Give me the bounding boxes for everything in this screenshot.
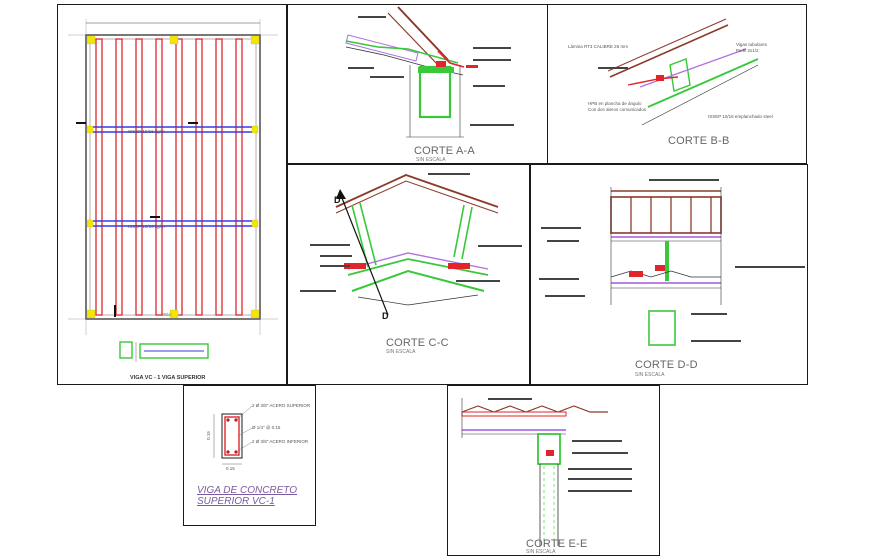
corte-aa-leader-1 xyxy=(358,16,386,19)
corte-ee-leader-1 xyxy=(488,398,532,401)
corte-bb-note-5: Con dos aleros comunicados xyxy=(588,107,647,112)
corte-dd-leader-3 xyxy=(547,240,579,243)
corte-dd-panel: CORTE D-D SIN ESCALA xyxy=(530,164,808,385)
plan-drawing xyxy=(68,19,278,362)
corte-bb-note-4: HPB en plancha de ángulo xyxy=(588,101,642,106)
corte-bb-leader-1 xyxy=(598,67,628,70)
plan-beam-label-2: ISSEP 10/16 kg/m xyxy=(128,224,165,229)
viga-note-2: Ø 1/4" @ 0.15 xyxy=(252,425,281,430)
corte-cc-leader-5 xyxy=(320,265,350,268)
viga-section-drawing xyxy=(213,405,253,465)
corte-cc-drawing xyxy=(335,174,499,316)
corte-cc-marker-top: D xyxy=(334,195,341,205)
corte-aa-drawing xyxy=(345,6,478,138)
corte-ee-drawing xyxy=(461,398,608,546)
plan-beam-label-1: ISSEP 10/16 kg/m xyxy=(128,129,165,134)
corte-ee-subtitle: SIN ESCALA xyxy=(526,549,556,555)
corte-aa-subtitle: SIN ESCALA xyxy=(416,157,446,163)
corte-aa-leader-3 xyxy=(473,59,511,62)
viga-note-3: 2 Ø 3/8" ACERO INFERIOR xyxy=(252,439,309,444)
corte-cc-leader-2 xyxy=(310,244,350,247)
corte-cc-panel: D D CORTE C-C SIN ESCALA xyxy=(287,164,530,385)
viga-title-line1: VIGA DE CONCRETO xyxy=(197,485,298,496)
corte-aa-leader-5 xyxy=(370,76,404,79)
corte-cc-leader-3 xyxy=(320,255,352,258)
corte-bb-drawing xyxy=(607,18,759,126)
corte-aa-leader-4 xyxy=(348,67,374,70)
viga-panel: 2 Ø 3/8" ACERO SUPERIOR Ø 1/4" @ 0.15 2 … xyxy=(183,385,316,526)
corte-cc-subtitle: SIN ESCALA xyxy=(386,349,416,355)
corte-dd-subtitle: SIN ESCALA xyxy=(635,372,665,378)
corte-bb-note-6: ISSEP 10/16 emplanchado steel xyxy=(708,114,773,119)
corte-ee-leader-3 xyxy=(572,452,628,455)
corte-ee-leader-4 xyxy=(568,468,632,471)
plan-panel: ISSEP 10/16 kg/m ISSEP 10/16 kg/m VIGA V… xyxy=(57,4,287,385)
corte-dd-leader-8 xyxy=(691,340,741,343)
plan-label: VIGA VC - 1 VIGA SUPERIOR xyxy=(130,375,206,381)
corte-dd-leader-5 xyxy=(539,278,579,281)
corte-aa-title: CORTE A-A xyxy=(414,145,475,157)
corte-bb-note-1: Lámina RT3 CALIBRE 26 mm xyxy=(568,44,628,49)
corte-cc-leader-4 xyxy=(478,245,522,248)
corte-bb-note-2: Vigas tubulares xyxy=(736,42,767,47)
corte-cc-leader-6 xyxy=(300,290,336,293)
corte-cc-leader-1 xyxy=(428,173,470,176)
corte-cc-marker-bottom: D xyxy=(382,311,389,321)
corte-dd-title: CORTE D-D xyxy=(635,359,698,371)
corte-aa-leader-7 xyxy=(470,124,514,127)
corte-dd-leader-2 xyxy=(541,227,581,230)
corte-ee-panel: CORTE E-E SIN ESCALA xyxy=(447,385,660,556)
plan-viga-label: VIGA xyxy=(161,312,172,317)
corte-bb-panel: Lámina RT3 CALIBRE 26 mm Vigas tubulares… xyxy=(547,4,807,164)
viga-title-line2: SUPERIOR VC-1 xyxy=(197,496,275,507)
viga-dim-width: 0.15 xyxy=(226,466,235,471)
corte-dd-leader-4 xyxy=(735,266,805,269)
corte-cc-leader-7 xyxy=(456,280,500,283)
corte-dd-leader-1 xyxy=(649,179,719,182)
viga-note-1: 2 Ø 3/8" ACERO SUPERIOR xyxy=(252,403,311,408)
corte-cc-title: CORTE C-C xyxy=(386,337,449,349)
corte-aa-leader-2 xyxy=(473,47,511,50)
corte-bb-title: CORTE B-B xyxy=(668,135,730,147)
corte-ee-title: CORTE E-E xyxy=(526,538,588,550)
corte-aa-leader-6 xyxy=(473,85,505,88)
corte-aa-panel: CORTE A-A SIN ESCALA xyxy=(287,4,548,164)
corte-ee-leader-5 xyxy=(568,478,632,481)
corte-ee-leader-6 xyxy=(568,490,632,493)
viga-dim-height: 0.15 xyxy=(205,431,211,440)
corte-dd-leader-6 xyxy=(545,295,585,298)
corte-dd-drawing xyxy=(610,187,722,346)
corte-bb-note-3: Perfil 2x1/2 xyxy=(736,48,759,53)
corte-ee-leader-2 xyxy=(572,440,622,443)
corte-dd-leader-7 xyxy=(691,313,727,316)
